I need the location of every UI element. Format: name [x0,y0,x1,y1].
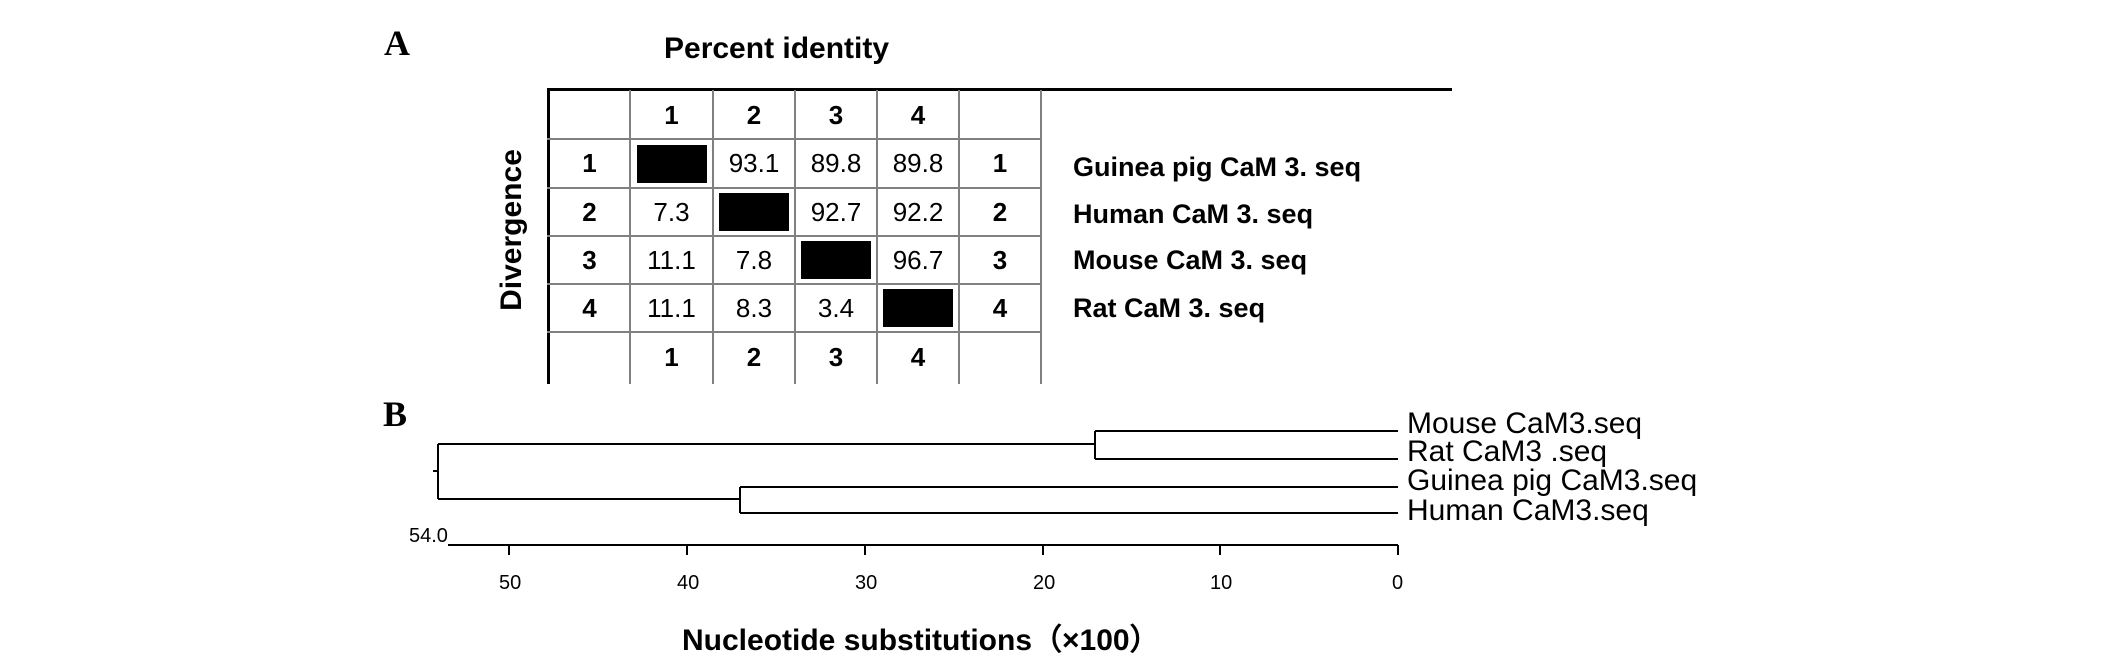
grid-vline [712,90,714,384]
grid-vline [794,90,796,384]
grid-hline [547,235,1042,237]
column-index: 3 [828,99,844,130]
matrix-cell: 89.8 [810,148,862,178]
grid-vline [958,90,960,384]
axis-tick-label: 40 [677,572,700,594]
axis-tick-label: 10 [1210,572,1233,594]
grid-vline [547,90,550,384]
diagonal-block [801,241,871,279]
column-index-footer: 4 [910,341,926,372]
grid-vline [876,90,878,384]
matrix-cell: 11.1 [647,244,696,275]
row-index-left: 2 [582,196,597,227]
axis-title: Nucleotide substitutions（×100） [682,624,1160,657]
matrix-cell: 92.7 [810,196,862,227]
leaf-label: Human CaM3.seq [1407,494,1649,527]
matrix-cell: 3.4 [817,292,855,323]
row-index-left: 4 [582,292,597,323]
sequence-name: Guinea pig CaM 3. seq [1073,152,1362,182]
column-index-footer: 3 [828,341,844,372]
column-index: 2 [746,99,762,130]
panel-a-label: A [384,23,410,63]
matrix-cell: 11.1 [647,292,696,323]
leaf-label: Guinea pig CaM3.seq [1407,464,1698,497]
sequence-name: Human CaM 3. seq [1073,199,1314,229]
row-index-right: 3 [992,244,1008,275]
row-index-right: 1 [992,148,1008,178]
root-value: 54.0 [409,525,448,547]
axis-tick-label: 0 [1392,572,1404,594]
matrix-cell: 7.8 [735,244,773,275]
column-index-footer: 2 [746,341,762,372]
grid-vline [629,90,631,384]
matrix-cell: 7.3 [653,196,690,227]
grid-vline [1040,90,1042,384]
diagonal-block [719,193,789,231]
panel-b-label: B [383,394,408,434]
row-index-left: 1 [582,148,597,178]
sequence-name: Mouse CaM 3. seq [1073,245,1308,275]
diagonal-block [637,145,707,183]
matrix-cell: 89.8 [892,148,944,178]
leaf-label: Mouse CaM3.seq [1407,407,1643,440]
row-index-right: 2 [992,196,1008,227]
identity-divergence-matrix: 1 2 3 4 1 93.1 89.8 89.8 1 2 7.3 92.7 92… [547,90,1042,384]
diagonal-block [883,289,953,327]
matrix-cell: 96.7 [892,244,944,275]
leaf-label: Rat CaM3 .seq [1407,435,1608,468]
axis-tick-label: 30 [855,572,878,594]
grid-hline [547,283,1042,285]
axis-tick-label: 20 [1033,572,1056,594]
axis-tick-label: 50 [499,572,522,594]
column-index-footer: 1 [664,341,679,372]
column-index: 4 [910,99,926,130]
matrix-cell: 93.1 [728,148,780,178]
grid-hline [547,331,1042,333]
grid-hline [547,187,1042,189]
matrix-cell: 8.3 [735,292,773,323]
header-rule [547,88,1452,91]
matrix-cell: 92.2 [892,196,944,227]
sequence-name: Rat CaM 3. seq [1073,293,1266,323]
row-index-left: 3 [582,244,597,275]
column-index: 1 [664,99,679,130]
row-index-right: 4 [992,292,1008,323]
percent-identity-heading: Percent identity [664,32,890,65]
grid-hline [547,138,1042,140]
